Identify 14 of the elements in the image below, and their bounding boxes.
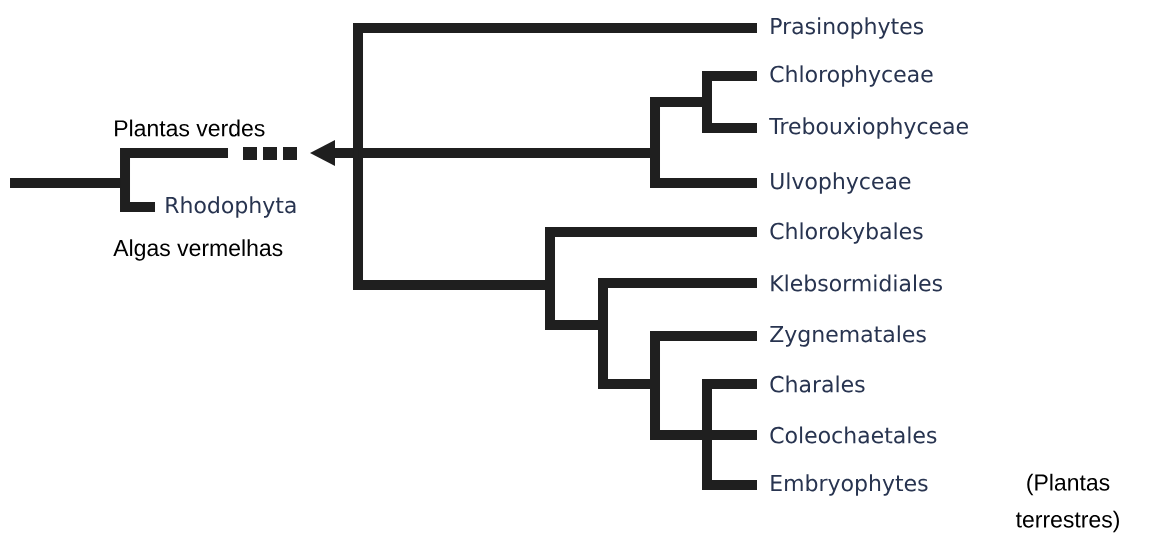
group-label: (Plantas terrestres) [1015, 473, 1119, 533]
taxon-label: Zygnematales [770, 325, 926, 347]
taxon-label: Prasinophytes [771, 17, 924, 39]
taxon-label: Embryophytes [771, 474, 928, 496]
taxon-label: Chlorophyceae [770, 65, 933, 87]
taxon-label: Ulvophyceae [771, 172, 911, 194]
taxon-label: Klebsormidiales [771, 274, 942, 292]
taxon-label: Charales [770, 375, 865, 393]
taxon-label: Chlorokybales [770, 222, 923, 244]
taxon-label: Coleochaetales [770, 426, 937, 444]
taxon-label: Rhodophyta [166, 196, 296, 218]
group-label: Algas vermelhas [113, 239, 283, 261]
taxon-label: Trebouxiophyceae [769, 117, 968, 139]
group-label: Plantas verdes [115, 119, 265, 137]
